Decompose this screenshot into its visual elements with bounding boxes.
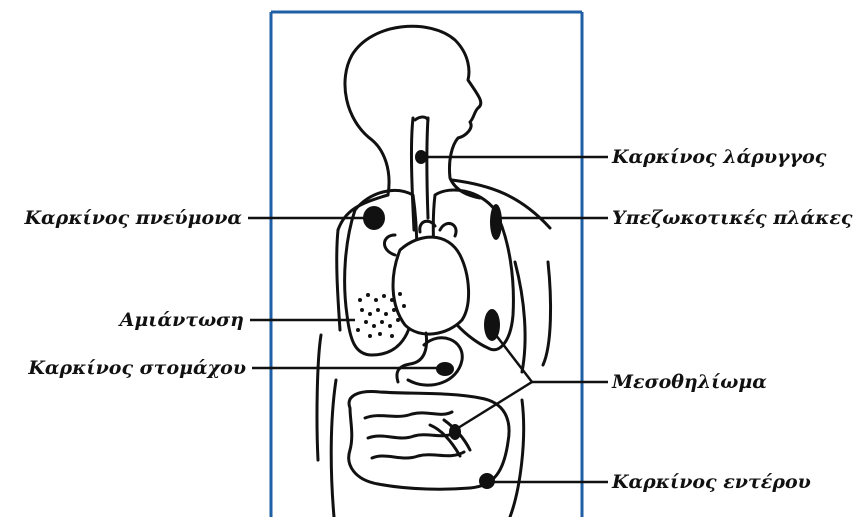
lower-torso-left [331, 380, 336, 517]
lower-torso-right [510, 400, 524, 517]
pleural-plaque-top [490, 204, 502, 240]
arm-right [543, 262, 551, 365]
heart [393, 237, 469, 334]
label-colon-cancer: Καρκίνος εντέρου [612, 471, 811, 493]
larynx-spot [415, 150, 427, 164]
label-stomach-cancer: Καρκίνος στομάχου [28, 357, 246, 379]
leader-mesothelioma-lower [458, 382, 532, 428]
label-pleural-plaques: Υπεζωκοτικές πλάκες [612, 207, 852, 229]
label-larynx-cancer: Καρκίνος λάρυγγος [612, 146, 826, 168]
label-asbestosis: Αμιάντωση [120, 309, 244, 331]
arm-left [317, 335, 321, 460]
torso-left-side [337, 230, 340, 330]
torso-right-side [515, 262, 525, 372]
label-lung-cancer: Καρκίνος πνεύμονα [25, 207, 242, 229]
label-mesothelioma: Μεσοθηλίωμα [612, 371, 767, 393]
trachea [411, 118, 414, 230]
